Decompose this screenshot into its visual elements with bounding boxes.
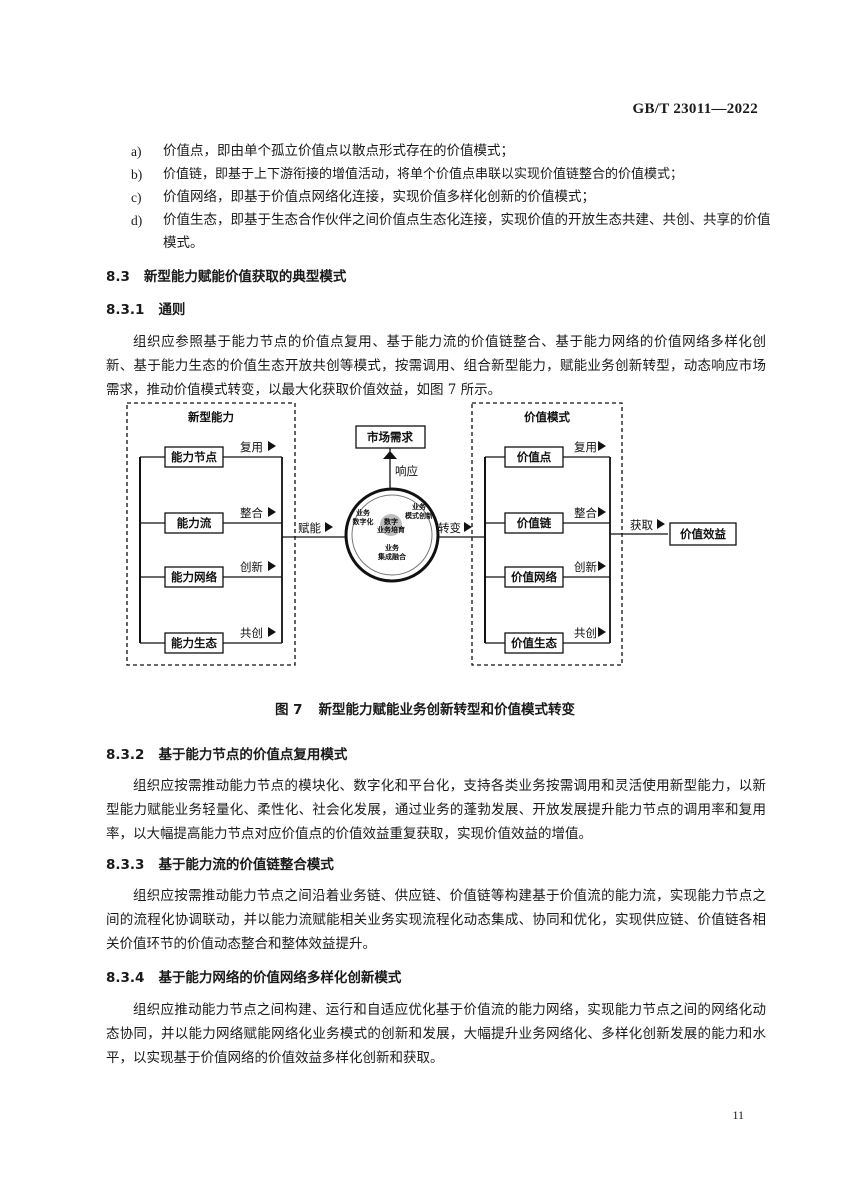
heading-number: 8.3.1 [106, 302, 145, 318]
paragraph-8-3-2: 组织应按需推动能力节点的模块化、数字化和平台化，支持各类业务按需调用和灵活使用新… [106, 778, 766, 842]
transform-label: 转变 [438, 521, 461, 535]
box-label: 能力流 [177, 516, 212, 530]
box-label: 价值效益 [680, 527, 726, 541]
box-label: 价值网络 [511, 570, 557, 584]
circle-center-2: 业务培育 [377, 525, 405, 534]
list-text: 价值网络，即基于价值点网络化连接，实现价值多样化创新的价值模式； [163, 189, 595, 205]
paragraph-8-3-4: 组织应推动能力节点之间构建、运行和自适应优化基于价值流的能力网络，实现能力节点之… [106, 1002, 766, 1066]
heading-title: 新型能力赋能价值获取的典型模式 [143, 269, 347, 285]
heading-number: 8.3 [106, 269, 130, 285]
list-item-d: d) 价值生态，即基于生态合作伙伴之间价值点生态化连接，实现价值的开放生态共建、… [131, 209, 771, 255]
action-label: 复用 [574, 440, 597, 454]
heading-8-3-3: 8.3.3 基于能力流的价值链整合模式 [106, 853, 334, 873]
action-label: 整合 [240, 506, 263, 520]
circle-right-2: 模式创新 [405, 511, 433, 520]
right-title: 价值模式 [524, 410, 570, 424]
heading-8-3: 8.3 新型能力赋能价值获取的典型模式 [106, 265, 346, 285]
right-value-boxes: 价值点 价值链 价值网络 价值生态 [504, 446, 564, 654]
action-label: 复用 [240, 440, 263, 454]
box-value-benefit [669, 522, 737, 546]
empower-label: 赋能 [298, 521, 321, 535]
figure-7-diagram: 新型能力 能力节点 能力流 能力网络 能力生态 复用 整合 创新 共创 赋能 业… [126, 402, 737, 666]
standard-number: GB/T 23011—2022 [632, 101, 758, 117]
page-number: 11 [732, 1108, 744, 1122]
list-item-c: c) 价值网络，即基于价值点网络化连接，实现价值多样化创新的价值模式； [131, 186, 771, 209]
list-text: 价值点，即由单个孤立价值点以散点形式存在的价值模式； [163, 143, 514, 159]
heading-number: 8.3.4 [106, 970, 145, 986]
list-marker: b) [131, 167, 143, 182]
circle-left-1: 业务 [356, 508, 371, 517]
circle-right-1: 业务 [412, 502, 427, 511]
heading-title: 基于能力网络的价值网络多样化创新模式 [158, 970, 402, 986]
triangle-icon [268, 561, 276, 571]
box-label: 价值链 [517, 516, 552, 530]
list-marker: d) [131, 213, 143, 228]
action-label: 整合 [574, 506, 597, 520]
left-dashed-frame [126, 402, 296, 666]
list-marker: c) [131, 190, 142, 205]
caption-title: 新型能力赋能业务创新转型和价值模式转变 [318, 702, 576, 718]
left-action-labels: 复用 整合 创新 共创 [240, 440, 276, 640]
heading-title: 基于能力流的价值链整合模式 [158, 857, 334, 873]
list-item-a: a) 价值点，即由单个孤立价值点以散点形式存在的价值模式； [131, 140, 771, 163]
box-label: 市场需求 [367, 430, 413, 444]
right-action-labels: 复用 整合 创新 共创 [574, 440, 606, 640]
action-label: 创新 [240, 560, 263, 574]
caption-number: 图 7 [274, 702, 303, 718]
heading-8-3-1: 8.3.1 通则 [106, 298, 185, 318]
list-item-b: b) 价值链，即基于上下游衔接的增值活动，将单个价值点串联以实现价值链整合的价值… [131, 163, 771, 186]
box-label: 能力生态 [171, 636, 217, 650]
paragraph-8-3-3: 组织应按需推动能力节点之间沿着业务链、供应链、价值链等构建基于价值流的能力流，实… [106, 888, 766, 952]
triangle-icon [598, 627, 606, 637]
triangle-icon [268, 627, 276, 637]
respond-label: 响应 [395, 464, 418, 478]
left-title: 新型能力 [188, 410, 234, 424]
list-text: 价值链，即基于上下游衔接的增值活动，将单个价值点串联以实现价值链整合的价值模式； [163, 167, 684, 182]
box-label: 价值生态 [511, 636, 557, 650]
action-label: 创新 [574, 560, 597, 574]
heading-title: 基于能力节点的价值点复用模式 [158, 747, 348, 763]
heading-number: 8.3.2 [106, 747, 145, 763]
triangle-icon [598, 507, 606, 517]
triangle-icon [268, 507, 276, 517]
circle-bottom-1: 业务 [385, 543, 400, 552]
heading-8-3-4: 8.3.4 基于能力网络的价值网络多样化创新模式 [106, 966, 401, 986]
triangle-icon [657, 519, 665, 529]
list-marker: a) [131, 144, 142, 159]
circle-bottom-2: 集成融合 [377, 552, 407, 561]
box-label: 价值点 [517, 450, 552, 464]
list-text: 价值生态，即基于生态合作伙伴之间价值点生态化连接，实现价值的开放生态共建、共创、… [163, 212, 771, 251]
triangle-icon [268, 441, 276, 451]
business-circle-core [380, 514, 402, 536]
heading-8-3-2: 8.3.2 基于能力节点的价值点复用模式 [106, 743, 347, 763]
figure-caption: 图 7 新型能力赋能业务创新转型和价值模式转变 [0, 698, 850, 718]
box-label: 能力网络 [171, 570, 217, 584]
action-label: 共创 [574, 626, 597, 640]
circle-center-1: 数字 [384, 517, 398, 526]
triangle-up-icon [383, 451, 397, 459]
box-label: 能力节点 [171, 450, 217, 464]
acquire-label: 获取 [630, 518, 653, 532]
triangle-icon [325, 522, 333, 532]
circle-left-2: 数字化 [353, 517, 374, 526]
triangle-icon [464, 522, 472, 532]
left-capability-boxes: 能力节点 能力流 能力网络 能力生态 [164, 446, 224, 654]
heading-title: 通则 [158, 302, 186, 318]
action-label: 共创 [240, 626, 263, 640]
heading-number: 8.3.3 [106, 857, 145, 873]
triangle-icon [598, 441, 606, 451]
triangle-icon [598, 561, 606, 571]
paragraph-8-3-1: 组织应参照基于能力节点的价值点复用、基于能力流的价值链整合、基于能力网络的价值网… [106, 334, 766, 398]
